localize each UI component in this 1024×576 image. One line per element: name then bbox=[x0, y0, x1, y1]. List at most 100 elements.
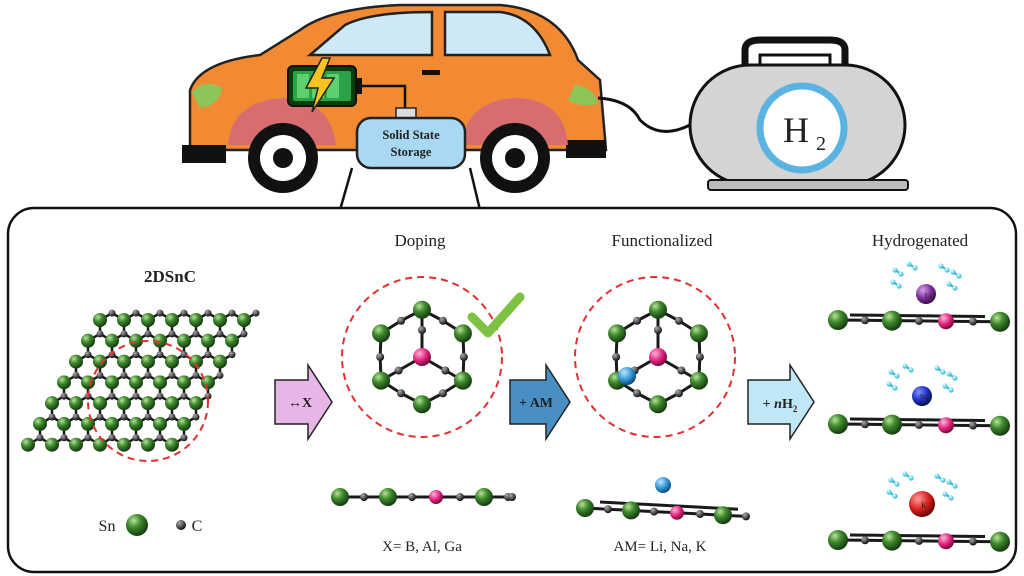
c-atom bbox=[96, 413, 104, 421]
sn-atom bbox=[165, 396, 179, 411]
c-atom bbox=[72, 413, 80, 421]
c-atom bbox=[168, 330, 176, 338]
sn-atom bbox=[129, 333, 143, 348]
h-atom bbox=[934, 473, 940, 479]
h-atom bbox=[906, 261, 912, 267]
sn-atom bbox=[105, 375, 119, 390]
h-atom bbox=[952, 375, 958, 381]
h-atom bbox=[952, 483, 958, 489]
sn-atom bbox=[117, 313, 131, 327]
sn-atom bbox=[81, 375, 95, 390]
tank-h-symbol: H bbox=[783, 110, 809, 150]
c-atom bbox=[192, 330, 200, 338]
sn-atom bbox=[189, 313, 203, 327]
c-atom bbox=[72, 371, 80, 379]
c-atom bbox=[204, 351, 212, 359]
sn-atom bbox=[141, 354, 155, 369]
c-atom bbox=[969, 537, 977, 546]
lattice-highlight-circle bbox=[87, 340, 209, 462]
c-atom bbox=[180, 351, 188, 359]
solid-state-storage-box bbox=[355, 116, 467, 170]
sn-atom bbox=[649, 395, 667, 414]
c-atom bbox=[108, 309, 116, 317]
c-atom bbox=[612, 353, 621, 361]
car-front-window bbox=[306, 10, 434, 57]
c-atom bbox=[192, 413, 200, 421]
h-atom bbox=[892, 385, 898, 391]
c-atom bbox=[915, 536, 923, 545]
header-doping: Doping bbox=[395, 231, 447, 250]
c-atom bbox=[240, 330, 248, 338]
sn-atom bbox=[689, 324, 708, 343]
c-atom bbox=[861, 316, 869, 325]
sn-atom bbox=[165, 354, 179, 369]
h-atom bbox=[902, 363, 908, 369]
h-atom bbox=[946, 371, 952, 377]
c-atom bbox=[915, 420, 923, 429]
h-atom bbox=[890, 279, 896, 285]
sn-atom bbox=[57, 416, 71, 431]
sn-atom bbox=[177, 375, 191, 390]
c-atom bbox=[695, 353, 704, 361]
c-atom bbox=[397, 389, 406, 398]
c-atom bbox=[742, 512, 750, 521]
sn-atom bbox=[69, 354, 83, 369]
h2-label-ring bbox=[756, 82, 848, 174]
c-atom bbox=[132, 351, 140, 359]
c-atom bbox=[650, 507, 658, 516]
dopant-atom bbox=[649, 348, 667, 366]
c-atom bbox=[677, 366, 686, 375]
hydrogenated-structures bbox=[828, 261, 1010, 552]
c-atom bbox=[96, 371, 104, 379]
h-atom bbox=[942, 491, 948, 497]
sn-atom bbox=[33, 416, 47, 431]
c-atom bbox=[168, 413, 176, 421]
sn-atom bbox=[608, 324, 627, 343]
sn-atom bbox=[165, 437, 179, 452]
c-atom bbox=[60, 392, 68, 400]
c-atom bbox=[604, 505, 612, 514]
sn-atom bbox=[201, 333, 215, 348]
sn-atom bbox=[828, 530, 848, 550]
dopant-atom bbox=[938, 313, 954, 330]
h-atom bbox=[934, 365, 940, 371]
c-atom bbox=[216, 330, 224, 338]
sn-atom bbox=[165, 313, 179, 327]
sn-atom bbox=[372, 371, 391, 390]
rear-bumper bbox=[566, 140, 606, 158]
sn-atom bbox=[379, 488, 397, 506]
h-atom bbox=[888, 369, 894, 375]
sn-atom bbox=[105, 416, 119, 431]
c-atom bbox=[84, 351, 92, 359]
header-hydrogenated: Hydrogenated bbox=[872, 231, 969, 250]
c-atom bbox=[120, 413, 128, 421]
h-atom bbox=[946, 479, 952, 485]
c-atom bbox=[180, 309, 188, 317]
c-atom bbox=[144, 371, 152, 379]
storage-label-line1: Solid State bbox=[382, 128, 440, 142]
c-atom bbox=[204, 309, 212, 317]
check-mark-icon bbox=[467, 292, 525, 338]
sn-atom bbox=[81, 416, 95, 431]
c-atom bbox=[108, 434, 116, 442]
c-atom bbox=[132, 309, 140, 317]
c-atom bbox=[132, 434, 140, 442]
sn-atom bbox=[153, 416, 167, 431]
c-atom bbox=[861, 420, 869, 429]
ion-li-label: Li bbox=[925, 292, 931, 300]
arrow-doping-label: ↔X bbox=[288, 396, 312, 411]
c-atom bbox=[36, 434, 44, 442]
c-atom bbox=[508, 493, 516, 501]
c-atom bbox=[674, 316, 683, 325]
sn-atom bbox=[882, 414, 902, 435]
doped-hexagon-cluster bbox=[372, 300, 472, 414]
c-atom bbox=[60, 434, 68, 442]
c-atom bbox=[696, 510, 704, 518]
arrow-am-label: + AM bbox=[519, 396, 553, 411]
h-atom bbox=[944, 267, 950, 273]
sn-atom bbox=[331, 488, 349, 506]
front-bumper bbox=[182, 145, 226, 163]
tank-subscript: 2 bbox=[816, 133, 826, 155]
arrow-h2-label: + nH2 bbox=[763, 397, 798, 414]
c-atom bbox=[144, 330, 152, 338]
